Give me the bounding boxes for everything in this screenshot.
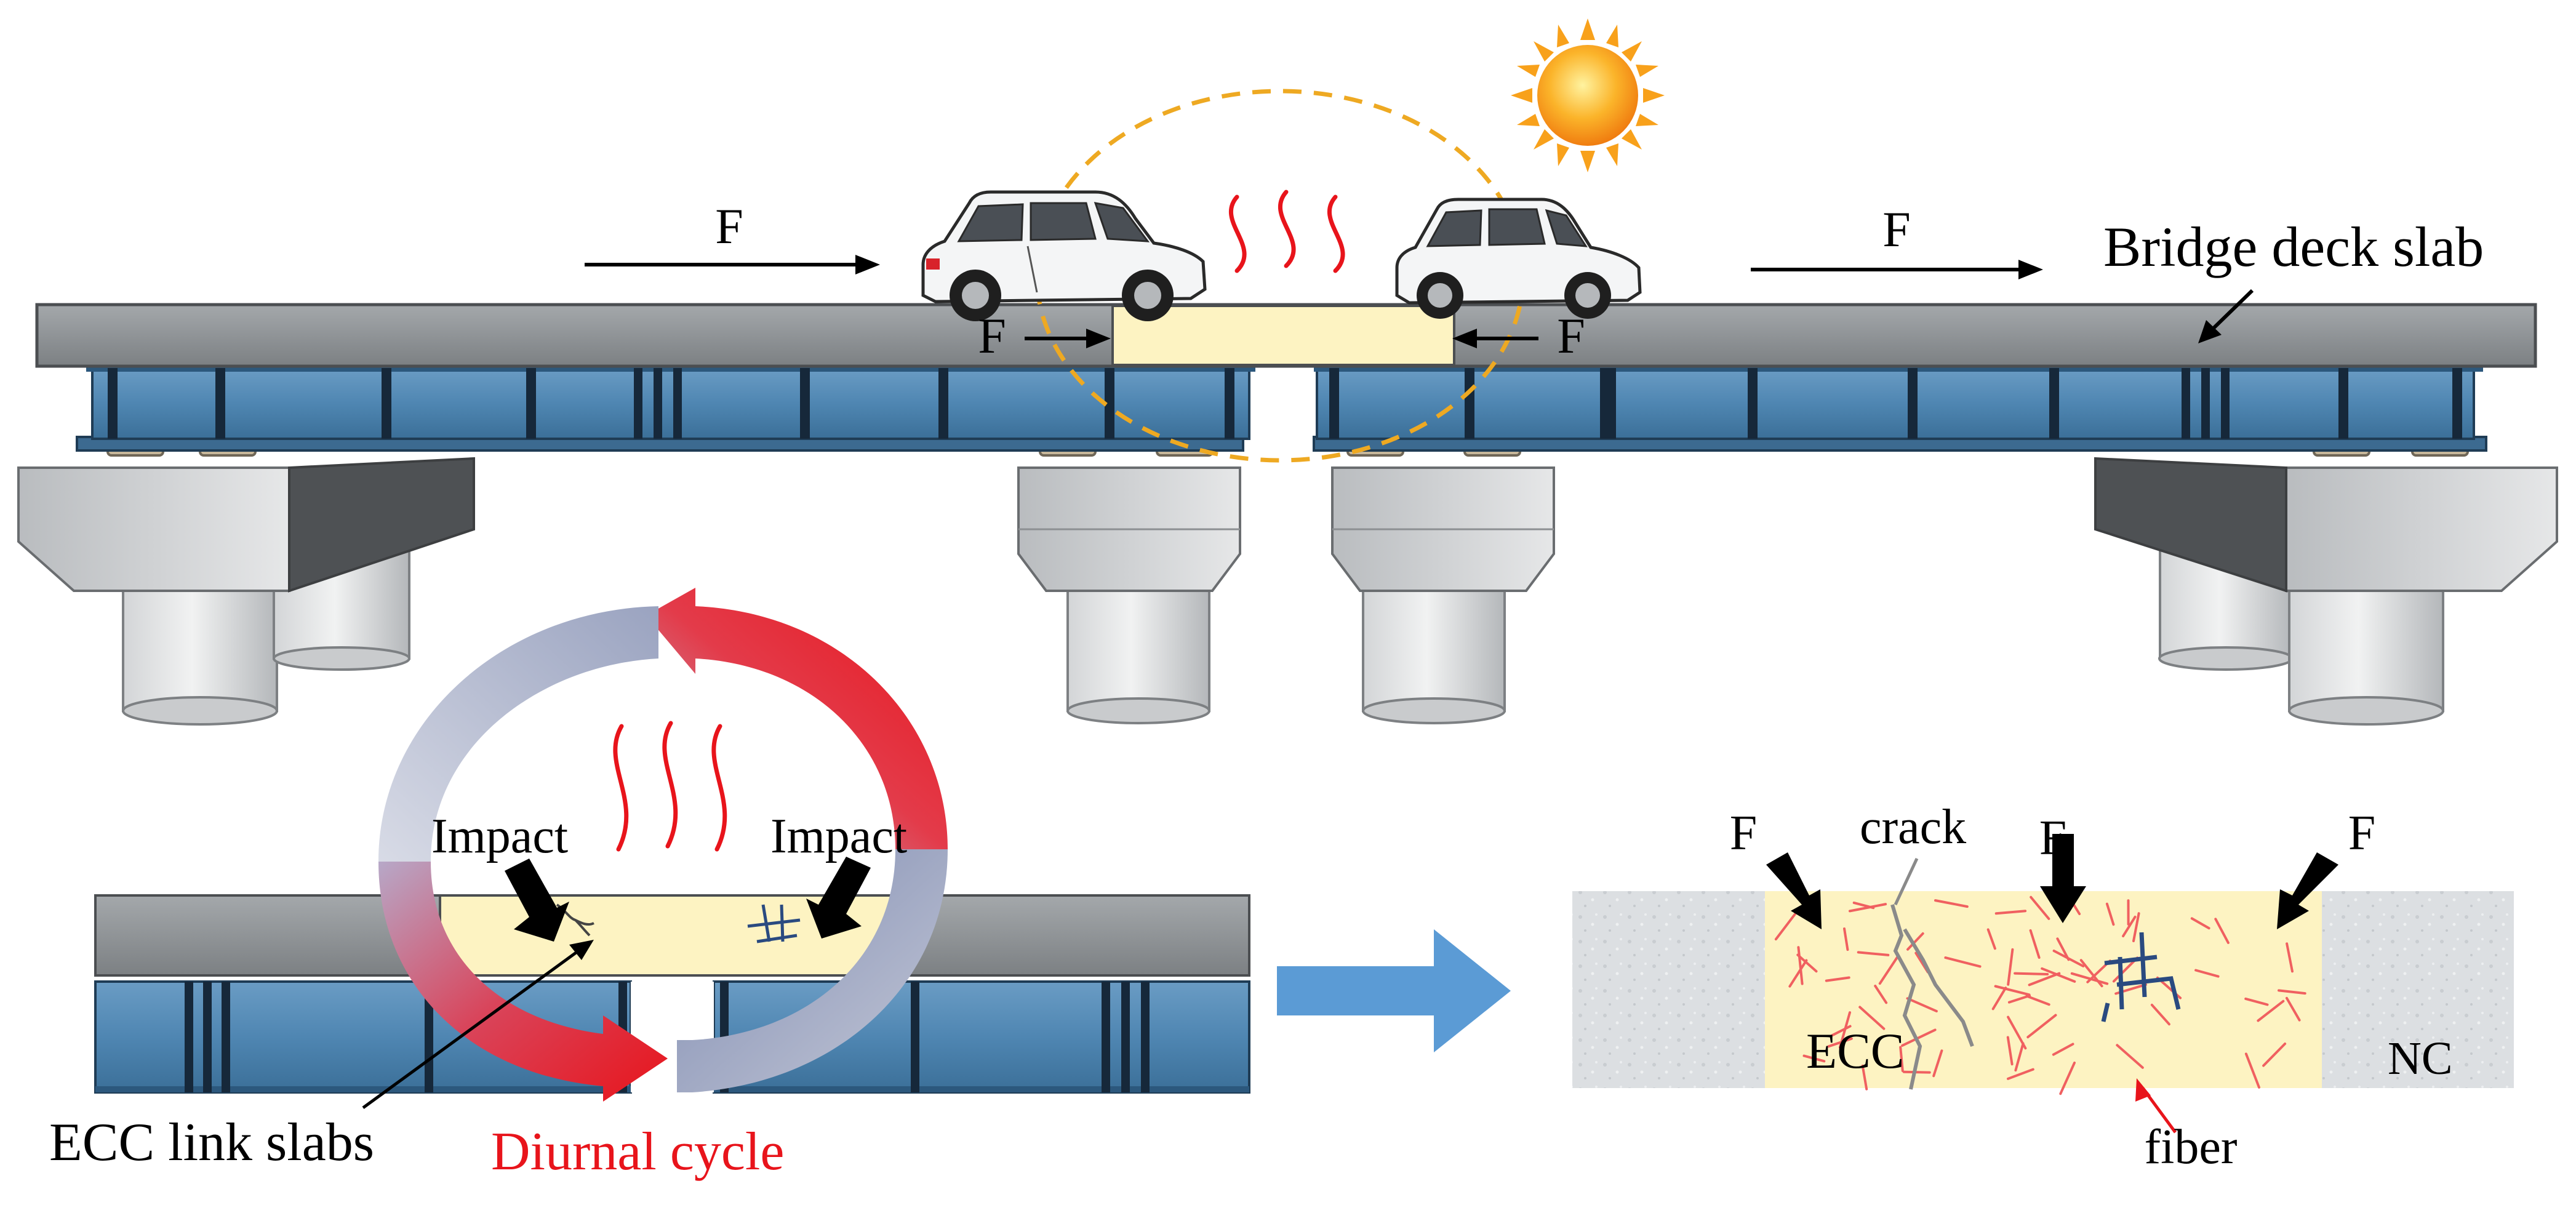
force-label: F: [1882, 201, 1911, 257]
car-icon: [923, 192, 1205, 321]
crack-label: crack: [1860, 800, 1966, 854]
heat-waves-detail: [615, 723, 725, 849]
ecc-link-slabs-label: ECC link slabs: [49, 1113, 374, 1172]
car-icon: [1397, 199, 1640, 319]
fiber-label: fiber: [2144, 1120, 2237, 1174]
force-label: F: [978, 308, 1006, 364]
impact-label: Impact: [770, 809, 907, 863]
force-label: F: [2039, 811, 2067, 865]
girder-right: [1314, 364, 2486, 450]
pier-right: [2095, 458, 2557, 724]
force-label: F: [1730, 806, 1758, 860]
force-label: F: [715, 198, 743, 254]
nc-block-left: [1572, 891, 1766, 1088]
force-label: F: [2348, 806, 2376, 860]
material-detail: F F F crack ECC NC fiber: [1572, 800, 2514, 1174]
sun-icon: [1511, 18, 1665, 172]
heat-waves-top: [1231, 192, 1343, 271]
diurnal-cycle-label: Diurnal cycle: [491, 1122, 784, 1182]
pier-center-left: [1018, 468, 1240, 723]
impact-label: Impact: [431, 809, 568, 863]
bridge-deck-slab-label: Bridge deck slab: [2103, 215, 2484, 278]
pier-center-right: [1332, 468, 1554, 723]
bridge-top: F F F F Bridge deck slab: [18, 18, 2557, 724]
force-label: F: [1557, 308, 1585, 364]
pier-left: [18, 458, 474, 724]
deck-slab: [37, 305, 2535, 366]
transition-arrow: [1277, 929, 1511, 1052]
nc-label: NC: [2388, 1033, 2453, 1084]
ecc-label: ECC: [1806, 1023, 1904, 1079]
fiber-strand: [1904, 1072, 1930, 1073]
